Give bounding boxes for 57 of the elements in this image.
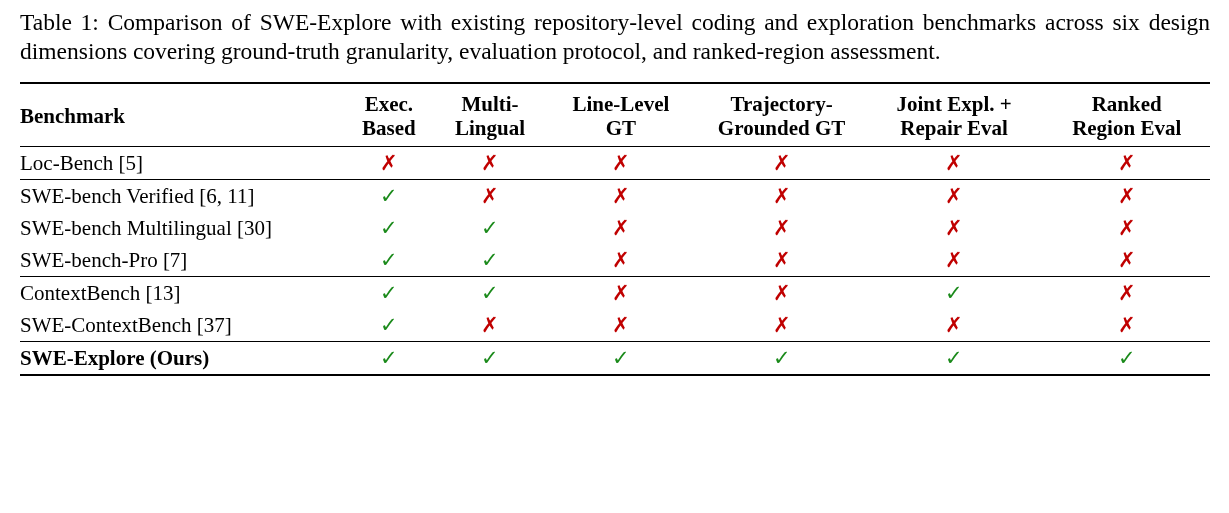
cross-mark: ✗ — [611, 184, 630, 208]
cross-mark: ✗ — [945, 313, 964, 337]
benchmark-name: SWE-bench Verified [6, 11] — [20, 184, 255, 208]
cross-mark: ✗ — [611, 216, 630, 240]
cross-mark: ✗ — [481, 184, 500, 208]
check-mark: ✓ — [481, 216, 500, 240]
check-mark: ✓ — [379, 346, 398, 370]
cross-mark: ✗ — [1117, 151, 1136, 175]
cross-mark: ✗ — [945, 151, 964, 175]
check-mark: ✓ — [379, 313, 398, 337]
benchmark-name: Loc-Bench [5] — [20, 151, 144, 175]
cross-mark: ✗ — [1117, 281, 1136, 305]
cross-mark: ✗ — [1117, 248, 1136, 272]
check-mark: ✓ — [379, 281, 398, 305]
cross-mark: ✗ — [1117, 313, 1136, 337]
cross-mark: ✗ — [611, 151, 630, 175]
benchmark-name: SWE-bench Multilingual [30] — [20, 216, 272, 240]
column-header: Joint Expl. + Repair Eval — [895, 92, 1013, 140]
cross-mark: ✗ — [611, 313, 630, 337]
check-mark: ✓ — [481, 346, 500, 370]
column-header: Ranked Region Eval — [1071, 92, 1183, 140]
cross-mark: ✗ — [1117, 216, 1136, 240]
cross-mark: ✗ — [772, 248, 791, 272]
cross-mark: ✗ — [772, 216, 791, 240]
cross-mark: ✗ — [772, 281, 791, 305]
cross-mark: ✗ — [611, 248, 630, 272]
check-mark: ✓ — [481, 248, 500, 272]
cross-mark: ✗ — [772, 184, 791, 208]
check-mark: ✓ — [945, 281, 964, 305]
cross-mark: ✗ — [379, 151, 398, 175]
check-mark: ✓ — [379, 248, 398, 272]
cross-mark: ✗ — [772, 151, 791, 175]
column-header: Exec. Based — [361, 92, 417, 140]
cross-mark: ✗ — [772, 313, 791, 337]
cross-mark: ✗ — [945, 216, 964, 240]
check-mark: ✓ — [481, 281, 500, 305]
cross-mark: ✗ — [611, 281, 630, 305]
column-header: Trajectory-Grounded GT — [716, 92, 847, 140]
cross-mark: ✗ — [481, 313, 500, 337]
benchmark-name: SWE-bench-Pro [7] — [20, 248, 188, 272]
table-caption: Table 1: Comparison of SWE-Explore with existing repository-level coding and exploration benchmarks across six design dimensions covering ground-truth granularity, evaluation protocol, and ranked-region assessment. — [20, 8, 1210, 66]
benchmark-name: ContextBench [13] — [20, 281, 181, 305]
check-mark: ✓ — [611, 346, 630, 370]
column-header: Line-Level GT — [571, 92, 671, 140]
check-mark: ✓ — [379, 216, 398, 240]
check-mark: ✓ — [945, 346, 964, 370]
column-header: Benchmark — [20, 104, 125, 128]
benchmark-name: SWE-ContextBench [37] — [20, 313, 232, 337]
benchmark-name: SWE-Explore (Ours) — [20, 346, 210, 370]
cross-mark: ✗ — [481, 151, 500, 175]
column-header: Multi-Lingual — [454, 92, 527, 140]
cross-mark: ✗ — [945, 184, 964, 208]
cross-mark: ✗ — [945, 248, 964, 272]
cross-mark: ✗ — [1117, 184, 1136, 208]
check-mark: ✓ — [379, 184, 398, 208]
check-mark: ✓ — [1117, 346, 1136, 370]
check-mark: ✓ — [772, 346, 791, 370]
